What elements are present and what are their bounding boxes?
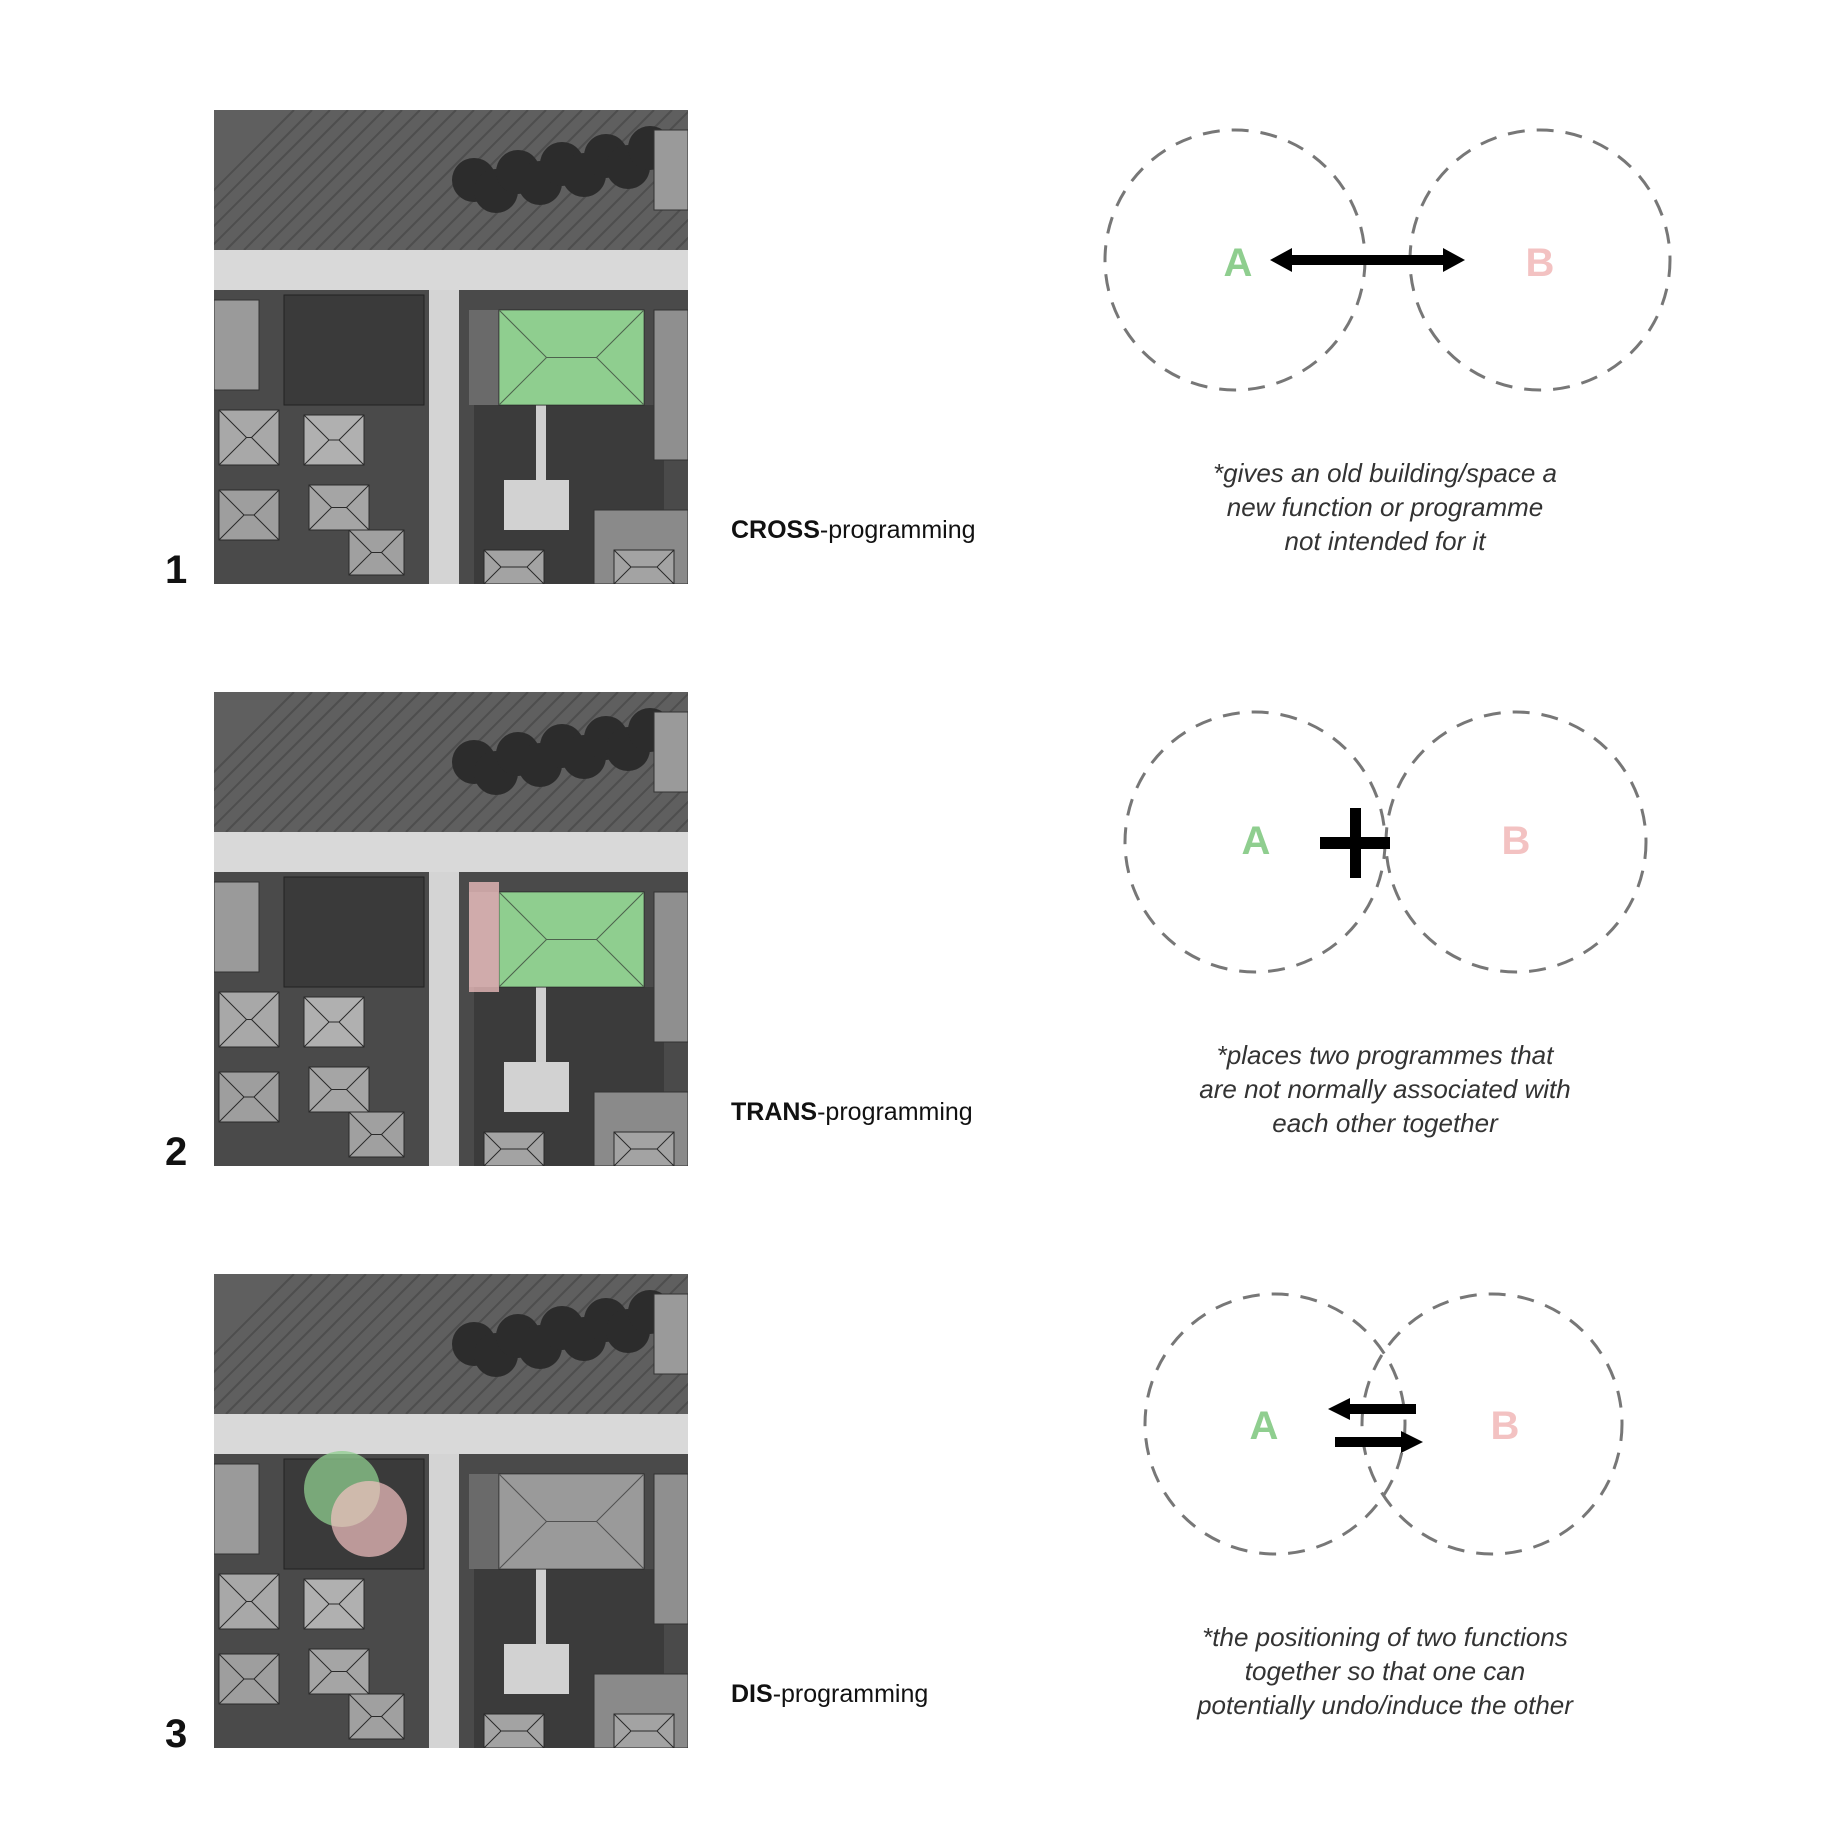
road [214, 250, 688, 290]
venn-diagram-3: A B [1080, 1274, 1680, 1574]
panel-label: CROSS-programming [731, 518, 976, 543]
caption-line: are not normally associated with [1160, 1072, 1610, 1106]
annex-highlight [469, 882, 499, 992]
aerial-photo-2 [214, 692, 688, 1166]
double-arrow-icon [1270, 248, 1465, 272]
caption-line: potentially undo/induce the other [1160, 1688, 1610, 1722]
road [429, 290, 459, 584]
building [654, 1294, 688, 1374]
patio [504, 1062, 569, 1112]
road [429, 872, 459, 1166]
building [654, 130, 688, 210]
label-prefix: CROSS [731, 516, 820, 544]
circle-b-label: B [1491, 1404, 1520, 1448]
label-prefix: TRANS [731, 1098, 817, 1126]
aerial-photo-3 [214, 1274, 688, 1748]
caption-line: *places two programmes that [1160, 1038, 1610, 1072]
circle-b-label: B [1526, 241, 1555, 285]
building [654, 310, 688, 460]
aerial-photo-1 [214, 110, 688, 584]
venn-diagram-1: A B [1080, 110, 1680, 410]
caption-line: *gives an old building/space a [1160, 456, 1610, 490]
patio [504, 480, 569, 530]
road [214, 832, 688, 872]
caption-line: together so that one can [1160, 1654, 1610, 1688]
road [429, 1454, 459, 1748]
plus-icon [1320, 808, 1390, 878]
panel-number: 3 [165, 1714, 187, 1754]
circle-a-label: A [1250, 1404, 1279, 1448]
circle-a-label: A [1242, 819, 1271, 863]
caption-2: *places two programmes that are not norm… [1160, 1038, 1610, 1140]
panel-dis-programming: 3 DIS-programming A B *the positioning o… [0, 1164, 1842, 1724]
building [214, 882, 259, 972]
building [654, 1474, 688, 1624]
panel-label: DIS-programming [731, 1682, 928, 1707]
building [214, 300, 259, 390]
panel-cross-programming: 1 CROSS-programming A B *gives an old bu… [0, 0, 1842, 560]
building [654, 712, 688, 792]
label-suffix: -programming [773, 1680, 929, 1708]
caption-line: each other together [1160, 1106, 1610, 1140]
circle-b-label: B [1502, 819, 1531, 863]
venn-diagram-2: A B [1080, 692, 1680, 992]
lot [284, 877, 424, 987]
patio [504, 1644, 569, 1694]
circle-a-label: A [1224, 241, 1253, 285]
caption-3: *the positioning of two functions togeth… [1160, 1620, 1610, 1722]
lot [284, 295, 424, 405]
caption-line: not intended for it [1160, 524, 1610, 558]
panel-trans-programming: 2 TRANS-programming A B *places two prog… [0, 582, 1842, 1142]
panel-label: TRANS-programming [731, 1100, 973, 1125]
exchange-arrows-icon [1328, 1398, 1423, 1453]
label-prefix: DIS [731, 1680, 773, 1708]
caption-line: *the positioning of two functions [1160, 1620, 1610, 1654]
caption-1: *gives an old building/space a new funct… [1160, 456, 1610, 558]
road [214, 1414, 688, 1454]
pink-circle [331, 1481, 407, 1557]
building [214, 1464, 259, 1554]
caption-line: new function or programme [1160, 490, 1610, 524]
label-suffix: -programming [820, 516, 976, 544]
label-suffix: -programming [817, 1098, 973, 1126]
building [654, 892, 688, 1042]
